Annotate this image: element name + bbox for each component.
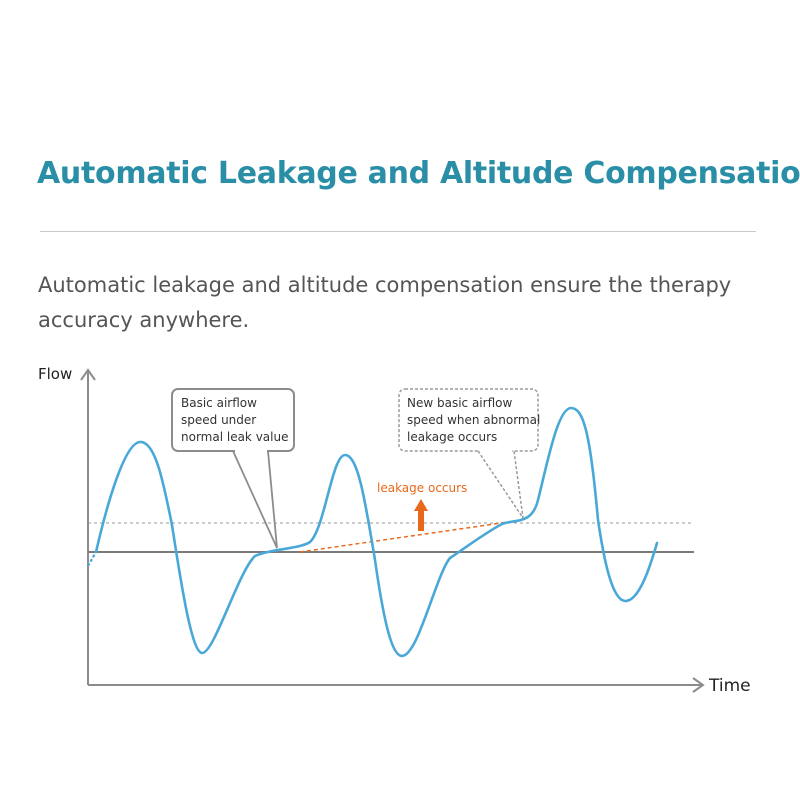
callout-normal-pointer [232, 450, 278, 549]
callout-normal-line-1: Basic airflow [181, 396, 257, 410]
axes: Flow Time [38, 365, 751, 696]
callout-normal-line-3: normal leak value [181, 430, 288, 444]
callout-abnormal-line-2: speed when abnormal [407, 413, 540, 427]
leak-up-arrow-icon [414, 499, 428, 531]
callout-normal-line-2: speed under [181, 413, 256, 427]
x-axis-label: Time [708, 676, 751, 696]
y-axis-label: Flow [38, 365, 72, 383]
flow-waveform-start [87, 551, 97, 567]
leak-drift-line [299, 520, 516, 553]
leak-indicator: leakage occurs [377, 481, 467, 531]
description-text: Automatic leakage and altitude compensat… [38, 273, 732, 332]
callout-abnormal-leak: New basic airflow speed when abnormal le… [398, 388, 540, 453]
leak-label: leakage occurs [377, 481, 467, 495]
callout-normal-box [171, 388, 295, 452]
callout-abnormal-line-3: leakage occurs [407, 430, 497, 444]
callout-abnormal-line-1: New basic airflow [407, 396, 512, 410]
page-title: Automatic Leakage and Altitude Compensat… [37, 156, 800, 191]
callout-normal-leak: Basic airflow speed under normal leak va… [171, 388, 295, 453]
callout-normal-gap [235, 449, 267, 453]
title-divider [40, 231, 756, 232]
y-axis-arrowhead [80, 368, 96, 381]
callout-abnormal-box [398, 388, 539, 452]
callout-abnormal-pointer [477, 450, 524, 519]
x-axis-arrowhead [692, 677, 705, 693]
callout-abnormal-gap [480, 449, 512, 453]
flow-waveform [94, 406, 659, 658]
